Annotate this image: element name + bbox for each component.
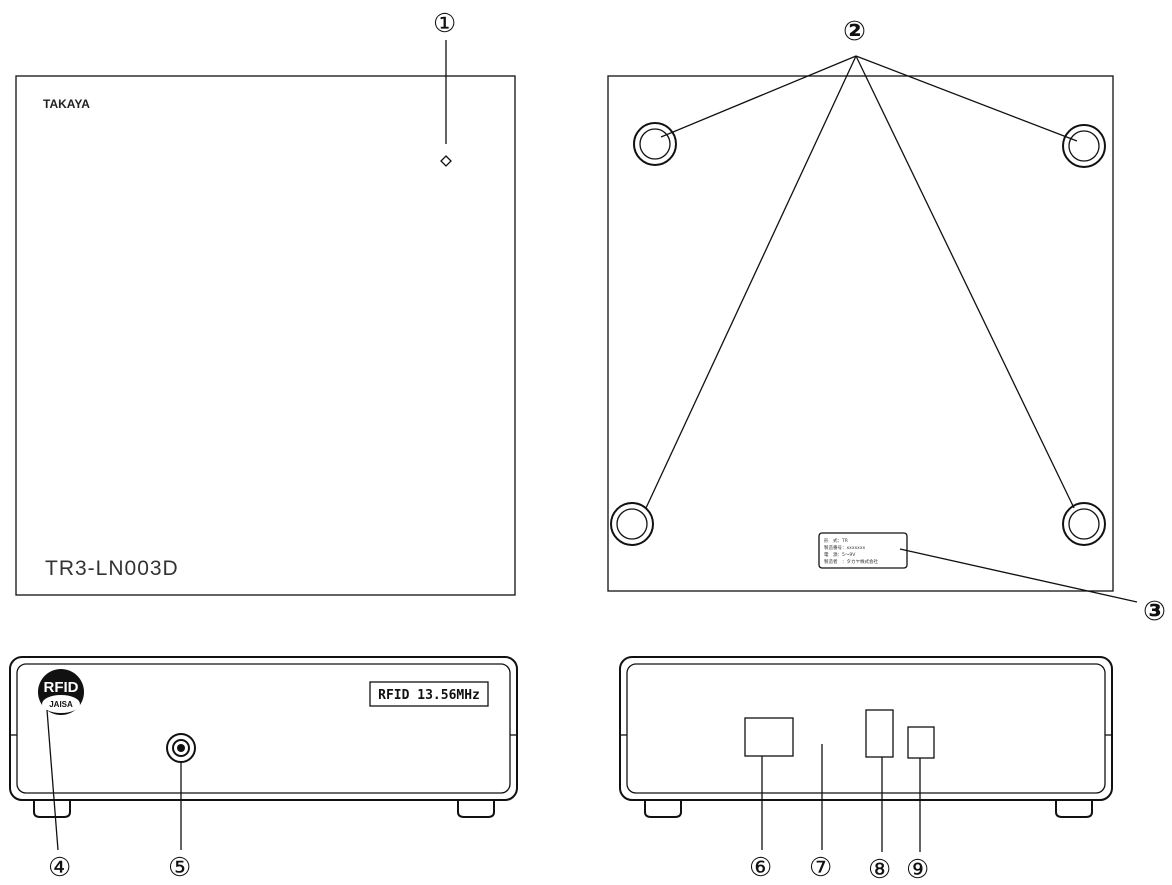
- lan-port-icon: [744, 717, 794, 757]
- rear-connector-icon: [865, 709, 894, 758]
- callout-4-leader: [46, 709, 59, 851]
- status-led-icon: [440, 155, 452, 167]
- front-panel-inner: [16, 663, 511, 794]
- front-foot-left: [33, 800, 71, 818]
- callout-4: ④: [48, 853, 71, 883]
- bottom-view-outline: [607, 75, 1114, 592]
- rubber-foot-top-right: [1062, 124, 1106, 168]
- frequency-label-box: [369, 681, 489, 707]
- front-panel-outer: [9, 656, 518, 801]
- rear-foot-left: [644, 800, 682, 818]
- rear-panel-outer: [619, 656, 1113, 801]
- rear-panel-view: [619, 656, 1113, 818]
- callout-9: ⑨: [906, 855, 929, 885]
- brand-label: TAKAYA: [43, 97, 90, 111]
- rubber-foot-bottom-left: [610, 502, 654, 546]
- top-view-panel: TAKAYA TR3-LN003D: [15, 75, 516, 596]
- rear-panel-inner: [626, 663, 1106, 794]
- callout-7: ⑦: [809, 853, 832, 883]
- rating-plate: 形 式：TR 製造番号：xxxxxxx 電 源：5～9V 製造者 ：タカヤ株式会…: [818, 532, 908, 569]
- jaisa-badge-text: JAISA: [49, 700, 73, 709]
- power-jack-icon: [907, 726, 935, 759]
- rubber-foot-bottom-right: [1062, 502, 1106, 546]
- rear-foot-right: [1055, 800, 1093, 818]
- rating-plate-line-4: 製造者 ：タカヤ株式会社: [824, 558, 878, 565]
- rating-plate-line-1: 形 式：TR: [824, 537, 848, 544]
- callout-2-leaders: [645, 55, 1078, 509]
- callout-3: ③: [1143, 596, 1166, 627]
- rating-plate-line-2: 製造番号：xxxxxxx: [824, 544, 865, 551]
- callout-1: ①: [433, 9, 456, 39]
- bottom-view-panel: 形 式：TR 製造番号：xxxxxxx 電 源：5～9V 製造者 ：タカヤ株式会…: [607, 75, 1114, 592]
- rubber-foot-top-left: [633, 122, 677, 166]
- rfid-badge-text: RFID: [44, 679, 79, 696]
- frequency-label: RFID 13.56MHz: [378, 688, 480, 703]
- front-panel-view: RFID JAISA RFID 13.56MHz: [9, 656, 518, 818]
- callout-5: ⑤: [168, 853, 191, 883]
- front-foot-right: [457, 800, 495, 818]
- antenna-connector-icon: [166, 733, 196, 763]
- callout-3-leader: [899, 548, 1138, 603]
- rating-plate-line-3: 電 源：5～9V: [824, 551, 856, 558]
- model-label: TR3-LN003D: [45, 557, 179, 580]
- callout-2: ②: [843, 16, 866, 47]
- callout-6: ⑥: [749, 853, 772, 883]
- rfid-badge-icon: RFID JAISA: [38, 669, 84, 715]
- callout-8: ⑧: [868, 855, 891, 885]
- top-view-outline: [15, 75, 516, 596]
